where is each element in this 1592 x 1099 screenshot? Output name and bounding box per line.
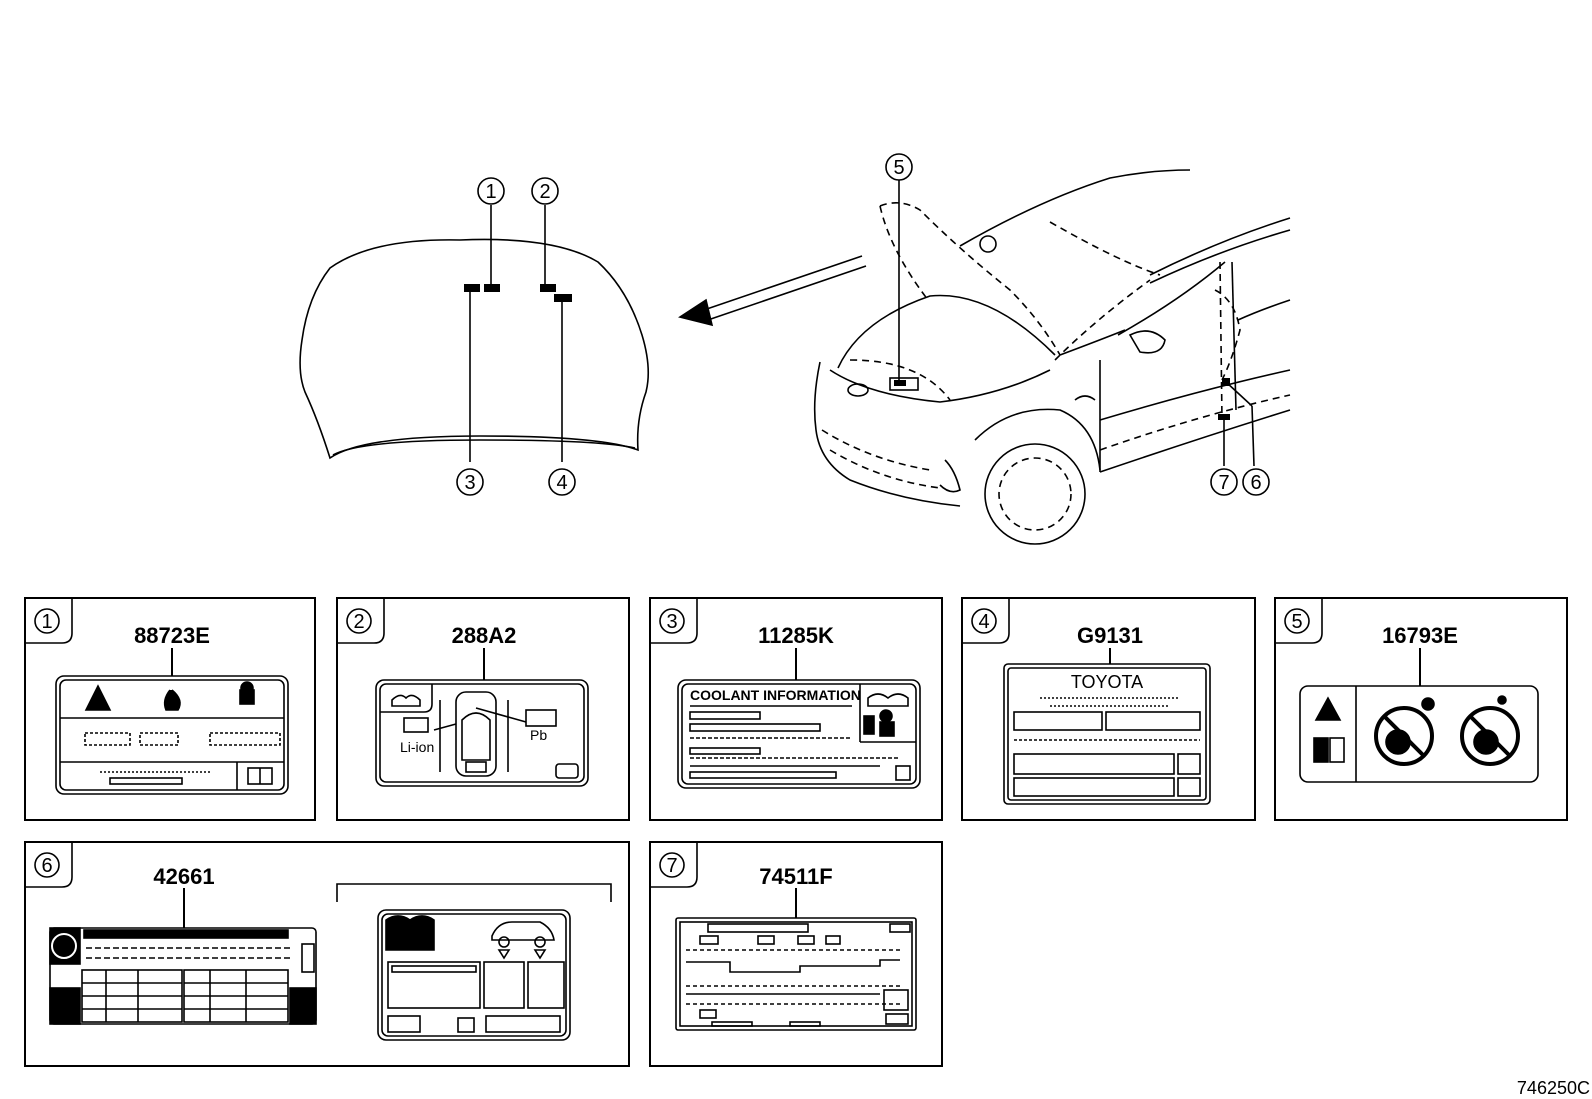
callout-1-number: 1	[485, 181, 496, 203]
callout-4	[548, 468, 576, 496]
panel-frames	[24, 597, 1568, 1067]
part-number-74511F: 74511F	[759, 864, 832, 889]
label-42661	[49, 883, 612, 1041]
label-74511F	[675, 917, 917, 1031]
label-G9131	[1003, 663, 1211, 805]
car-drawing	[813, 169, 1291, 545]
direction-arrow	[678, 255, 867, 327]
part-number-G9131: G9131	[1077, 623, 1143, 648]
callout-2	[531, 177, 559, 205]
panel-5-number: 5	[1291, 611, 1302, 633]
toyota-text: TOYOTA	[1071, 672, 1143, 692]
callout-3-number: 3	[464, 472, 475, 494]
li-ion-text: Li-ion	[400, 739, 434, 755]
callout-7-number: 7	[1218, 472, 1229, 494]
part-number-42661: 42661	[153, 864, 214, 889]
hood-leader-lines	[469, 205, 563, 462]
panel-4-number: 4	[978, 611, 989, 633]
car-label-marks	[894, 378, 1230, 420]
panel-3-number: 3	[666, 611, 677, 633]
label-288A2	[375, 679, 589, 787]
callout-5	[885, 153, 913, 181]
part-number-288A2: 288A2	[452, 623, 517, 648]
panel-6-number: 6	[41, 855, 52, 877]
pb-text: Pb	[530, 727, 547, 743]
callout-2-number: 2	[539, 181, 550, 203]
panel-tabs	[25, 598, 1323, 888]
label-88723E	[55, 675, 289, 795]
callout-4-number: 4	[556, 472, 567, 494]
part-leaders	[171, 648, 1421, 928]
panel-7-number: 7	[666, 855, 677, 877]
callout-6-number: 6	[1250, 472, 1261, 494]
callout-7	[1210, 468, 1238, 496]
callout-1	[477, 177, 505, 205]
hood-label-marks	[464, 284, 572, 302]
label-16793E	[1299, 685, 1539, 783]
label-11285K	[677, 679, 921, 789]
figure-id: 746250C	[1517, 1078, 1590, 1098]
callout-3	[456, 468, 484, 496]
part-number-11285K: 11285K	[758, 623, 834, 648]
callout-6	[1242, 468, 1270, 496]
hood-drawing	[299, 238, 650, 460]
part-number-16793E: 16793E	[1382, 623, 1458, 648]
car-leader-lines	[898, 180, 1255, 467]
panel-2-number: 2	[353, 611, 364, 633]
callout-5-number: 5	[893, 157, 904, 179]
coolant-information-text: COOLANT INFORMATION	[690, 687, 861, 703]
panel-1-number: 1	[41, 611, 52, 633]
part-number-88723E: 88723E	[134, 623, 210, 648]
